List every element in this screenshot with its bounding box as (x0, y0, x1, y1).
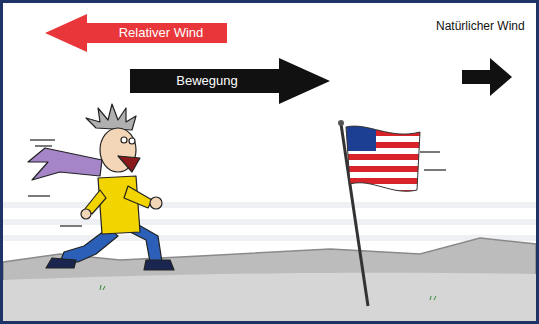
wind-arrow (462, 58, 512, 96)
speed-line (28, 195, 50, 196)
arrow-label: Relativer Wind (97, 23, 225, 43)
arrow-box: Bewegung (130, 58, 330, 104)
wind-label: Natürlicher Wind (436, 19, 525, 33)
grass-tufts (100, 285, 436, 300)
speed-line (35, 145, 52, 146)
hair (86, 104, 136, 130)
flag-field (340, 115, 430, 200)
eye (129, 138, 135, 144)
hand (81, 209, 91, 219)
grass (100, 285, 101, 290)
background-bands (3, 205, 536, 238)
flag-outline (346, 126, 420, 191)
pole-knob (338, 120, 344, 126)
speed-line (424, 169, 446, 170)
hand (150, 197, 162, 209)
mouth (118, 156, 140, 172)
grass (430, 296, 431, 300)
grass (103, 286, 105, 290)
band-line (3, 235, 536, 241)
us-flag (340, 115, 430, 200)
band-line (3, 219, 536, 225)
front-shoe (144, 260, 174, 270)
band-line (3, 202, 536, 208)
scarf (28, 148, 102, 180)
running-man (28, 104, 174, 270)
arrow-box: Relativer Wind (45, 14, 227, 52)
flag-stripe (340, 118, 430, 124)
shirt (98, 176, 140, 234)
speed-line (60, 225, 82, 226)
arm (124, 186, 152, 208)
eye (121, 137, 127, 143)
arrow-fill (45, 14, 227, 52)
ground (3, 273, 536, 321)
speed-line (420, 151, 440, 152)
speed-lines (28, 140, 446, 226)
flag-stripe (340, 190, 430, 196)
flag-stripe (340, 154, 430, 160)
arrow-fill (130, 58, 330, 104)
flag-canton (340, 115, 376, 151)
back-shoe (46, 258, 76, 268)
speed-line (30, 139, 55, 140)
arrow-label: Bewegung (134, 69, 280, 93)
grass (434, 296, 436, 300)
flag-stripe (340, 166, 430, 172)
